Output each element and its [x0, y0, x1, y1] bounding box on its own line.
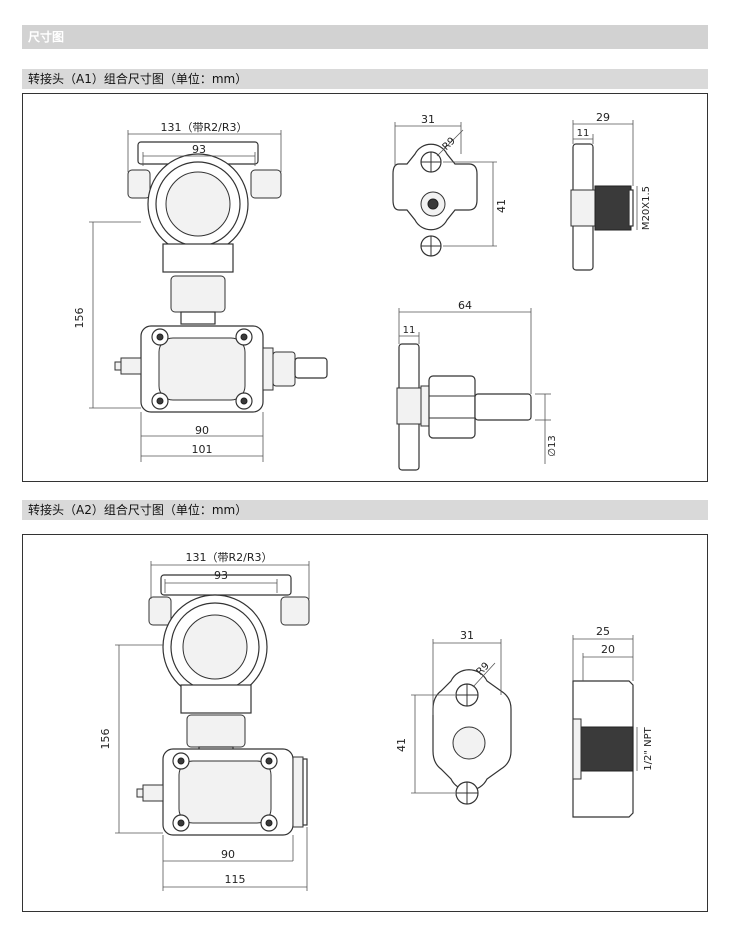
section-a2-panel: 131（带R2/R3） 93 156 90 115 31 R9 41 25 20…: [22, 534, 708, 912]
a1-dim-top-overall: 131（带R2/R3）: [161, 121, 248, 134]
a1-dim-bottom-overall: 101: [192, 443, 213, 456]
a2-flange-height: 41: [395, 738, 408, 752]
a1-flange-height: 41: [495, 199, 508, 213]
page-header-title: 尺寸图: [28, 30, 65, 44]
a1-flange-side-overall: 29: [596, 111, 610, 124]
a1-drawing: 131（带R2/R3） 93 156 90 101 31 R9 41 29 11…: [73, 111, 652, 471]
a2-flange-side: [572, 680, 634, 818]
a1-flange-width: 31: [421, 113, 435, 126]
a2-dim-top-inner: 93: [214, 569, 228, 582]
a2-transmitter: [136, 574, 310, 836]
a2-dim-height: 156: [99, 729, 112, 750]
a2-flange-width: 31: [460, 629, 474, 642]
a2-dim-top-overall: 131（带R2/R3）: [186, 551, 273, 564]
a1-flange-side: [570, 143, 634, 271]
a1-flange-thread: M20X1.5: [641, 186, 652, 230]
a1-fitting-diameter: ∅13: [547, 435, 558, 456]
a2-flange-thread: 1/2" NPT: [643, 726, 654, 770]
a1-dim-bottom-inner: 90: [195, 424, 209, 437]
a1-fitting-side: [396, 343, 532, 471]
section-a1-panel: 131（带R2/R3） 93 156 90 101 31 R9 41 29 11…: [22, 93, 708, 482]
a1-fitting-thick: 11: [403, 325, 416, 336]
a1-fitting-overall: 64: [458, 299, 472, 312]
section-a1-title: 转接头（A1）组合尺寸图（单位：mm）: [22, 69, 708, 89]
a2-dim-bottom-overall: 115: [225, 873, 246, 886]
a1-dim-top-inner: 93: [192, 143, 206, 156]
a2-flange-front: [432, 669, 512, 805]
a2-drawing: 131（带R2/R3） 93 156 90 115 31 R9 41 25 20…: [99, 551, 654, 891]
a2-dim-bottom-inner: 90: [221, 848, 235, 861]
a1-dim-height: 156: [73, 308, 86, 329]
a1-flange-front: [392, 143, 478, 257]
a1-flange-side-thick: 11: [577, 128, 590, 139]
a1-transmitter: [114, 141, 328, 413]
section-a2-title: 转接头（A2）组合尺寸图（单位：mm）: [22, 500, 708, 520]
page-header: 尺寸图: [22, 25, 708, 49]
a2-flange-side-overall: 25: [596, 625, 610, 638]
a2-flange-side-inner: 20: [601, 643, 615, 656]
